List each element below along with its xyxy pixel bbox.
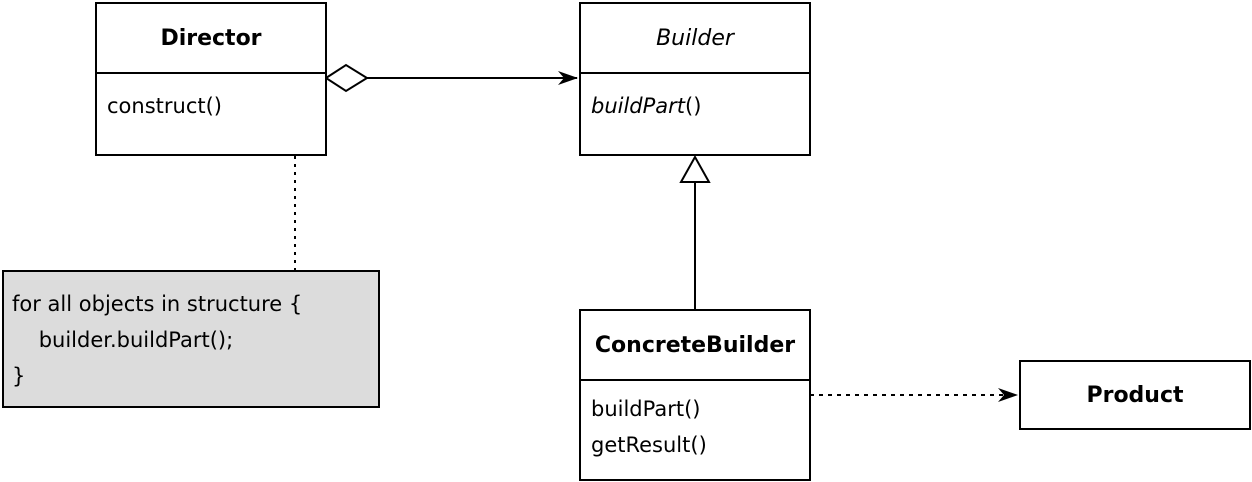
generalization-concretebuilder-builder <box>679 154 711 310</box>
aggregation-diamond <box>324 63 369 93</box>
builder-class[interactable]: Builder buildPart() <box>579 2 811 156</box>
product-class[interactable]: Product <box>1019 360 1251 430</box>
builder-class-name: Builder <box>656 25 734 51</box>
concrete-builder-class-name: ConcreteBuilder <box>594 332 796 358</box>
note-line: builder.buildPart(); <box>12 328 234 352</box>
note-line: } <box>12 364 26 388</box>
concrete-builder-class[interactable]: ConcreteBuilder buildPart() getResult() <box>579 309 811 481</box>
note-line: for all objects in structure { <box>12 292 303 316</box>
concrete-builder-operation: getResult() <box>591 433 707 457</box>
director-class-name: Director <box>160 25 262 51</box>
builder-operation-parens: () <box>685 94 702 118</box>
director-class[interactable]: Director construct() <box>95 2 327 156</box>
concrete-builder-operation: buildPart() <box>591 397 701 421</box>
construct-note: for all objects in structure { builder.b… <box>2 270 380 408</box>
generalization-triangle <box>679 154 711 183</box>
builder-operation: buildPart() <box>591 88 799 124</box>
aggregation-director-builder <box>324 63 578 93</box>
director-operations: construct() <box>97 72 325 124</box>
builder-operations: buildPart() <box>581 72 809 124</box>
director-operation: construct() <box>107 94 222 118</box>
concrete-builder-operations: buildPart() getResult() <box>581 379 809 463</box>
builder-operation-name: buildPart <box>591 94 686 118</box>
product-class-name: Product <box>1086 382 1184 408</box>
